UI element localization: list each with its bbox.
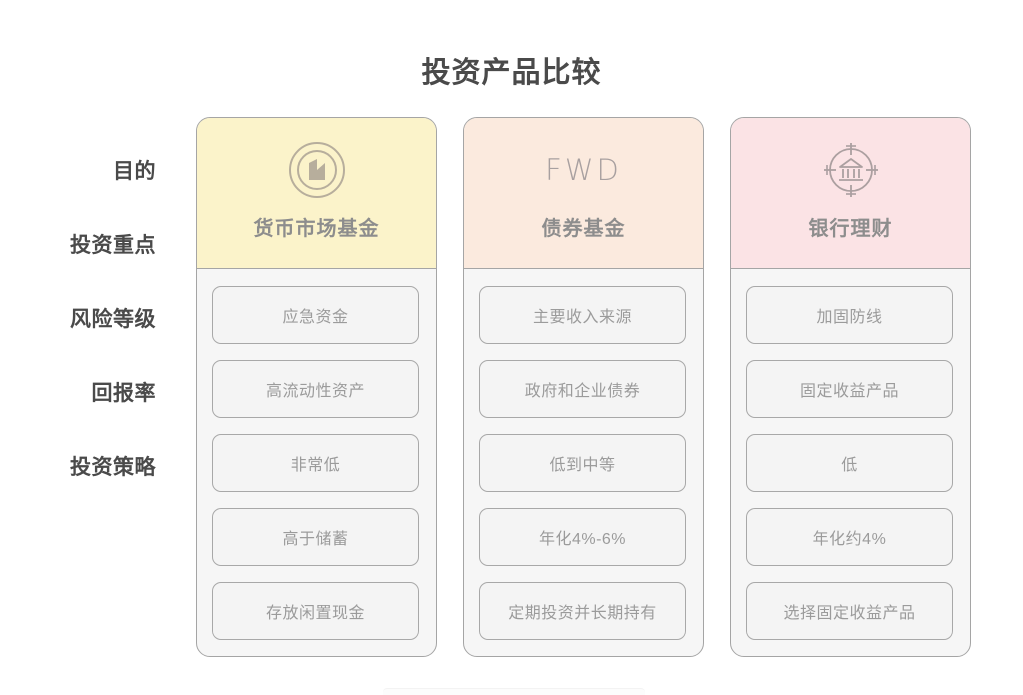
- row-label-purpose: 目的: [113, 160, 156, 183]
- cell-bank-return[interactable]: 年化约4%: [746, 508, 953, 566]
- row-label-focus: 投资重点: [70, 234, 156, 257]
- cell-bond-return[interactable]: 年化4%-6%: [479, 508, 686, 566]
- bottom-edge-sliver: [383, 688, 645, 695]
- cell-bank-strategy[interactable]: 选择固定收益产品: [746, 582, 953, 640]
- cell-bank-focus[interactable]: 固定收益产品: [746, 360, 953, 418]
- column-title-bank-wealth: 银行理财: [808, 218, 893, 240]
- bank-crosshair-icon: [820, 134, 882, 206]
- comparison-table: 目的 投资重点 风险等级 回报率 投资策略 货币市场基金 应急资金 高流动性资产…: [0, 117, 1023, 657]
- page-title: 投资产品比较: [421, 57, 602, 89]
- row-label-column: 目的 投资重点 风险等级 回报率 投资策略: [0, 117, 178, 657]
- circle-m-monogram-icon: [287, 134, 347, 206]
- column-body-money-market-fund: 应急资金 高流动性资产 非常低 高于储蓄 存放闲置现金: [197, 269, 436, 656]
- column-body-bond-fund: 主要收入来源 政府和企业债券 低到中等 年化4%-6% 定期投资并长期持有: [464, 269, 703, 656]
- column-title-bond-fund: 债券基金: [541, 218, 626, 240]
- cell-money-market-return[interactable]: 高于储蓄: [212, 508, 419, 566]
- cell-bond-purpose[interactable]: 主要收入来源: [479, 286, 686, 344]
- fwd-wordmark-text: FWD: [545, 153, 622, 187]
- row-label-return: 回报率: [91, 382, 156, 405]
- column-title-money-market-fund: 货币市场基金: [253, 218, 380, 240]
- product-column-money-market-fund[interactable]: 货币市场基金 应急资金 高流动性资产 非常低 高于储蓄 存放闲置现金: [196, 117, 437, 657]
- row-label-strategy: 投资策略: [70, 456, 156, 479]
- column-header-money-market-fund: 货币市场基金: [197, 118, 436, 269]
- cell-bond-focus[interactable]: 政府和企业债券: [479, 360, 686, 418]
- column-body-bank-wealth: 加固防线 固定收益产品 低 年化约4% 选择固定收益产品: [731, 269, 970, 656]
- column-header-bond-fund: FWD 债券基金: [464, 118, 703, 269]
- product-column-bond-fund[interactable]: FWD 债券基金 主要收入来源 政府和企业债券 低到中等 年化4%-6% 定期投…: [463, 117, 704, 657]
- cell-bond-strategy[interactable]: 定期投资并长期持有: [479, 582, 686, 640]
- cell-money-market-risk[interactable]: 非常低: [212, 434, 419, 492]
- cell-bond-risk[interactable]: 低到中等: [479, 434, 686, 492]
- fwd-wordmark: FWD: [545, 134, 622, 206]
- column-header-bank-wealth: 银行理财: [731, 118, 970, 269]
- cell-bank-risk[interactable]: 低: [746, 434, 953, 492]
- row-label-risk: 风险等级: [70, 308, 156, 331]
- product-column-bank-wealth[interactable]: 银行理财 加固防线 固定收益产品 低 年化约4% 选择固定收益产品: [730, 117, 971, 657]
- cell-money-market-focus[interactable]: 高流动性资产: [212, 360, 419, 418]
- cell-money-market-strategy[interactable]: 存放闲置现金: [212, 582, 419, 640]
- cell-money-market-purpose[interactable]: 应急资金: [212, 286, 419, 344]
- cell-bank-purpose[interactable]: 加固防线: [746, 286, 953, 344]
